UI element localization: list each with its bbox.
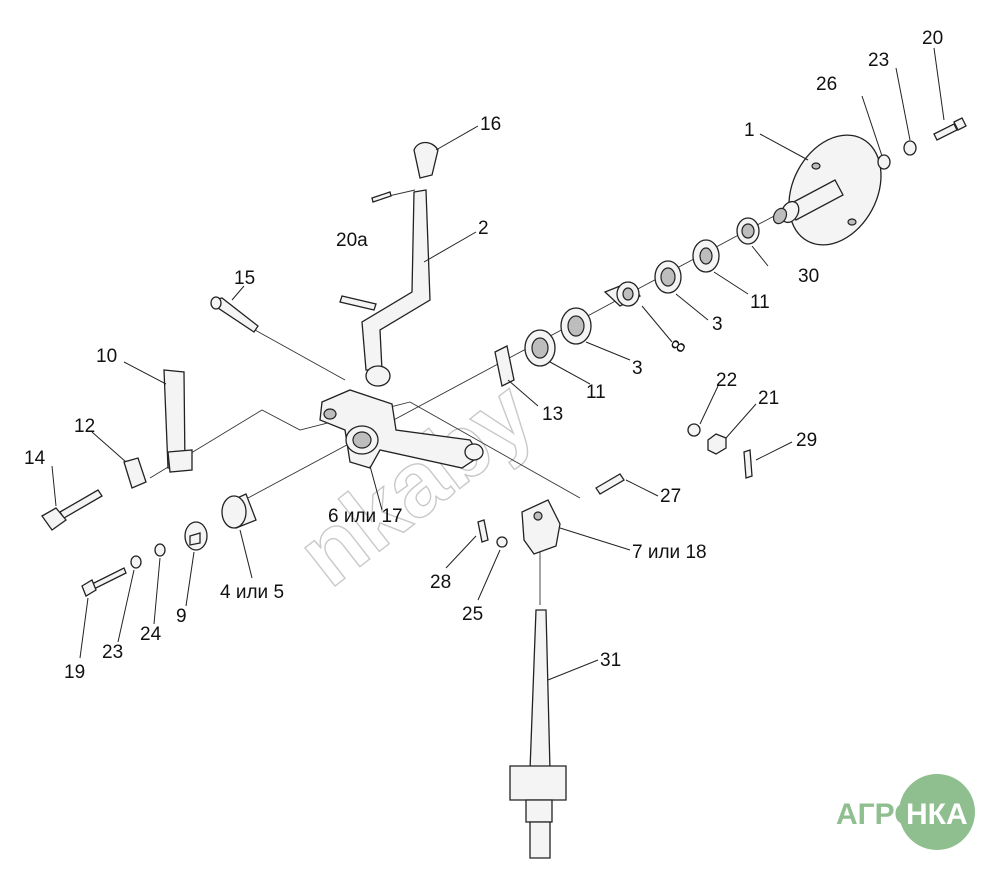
callout-21: 21 — [758, 388, 779, 409]
part-26-washer — [877, 154, 891, 170]
part-22-washer — [687, 423, 701, 437]
part-24-washer — [154, 543, 166, 557]
part-25-washer — [496, 536, 508, 548]
callout-26: 26 — [816, 74, 837, 95]
part-2-lever — [339, 189, 431, 387]
part-14-bolt — [41, 489, 103, 531]
callout-22: 22 — [716, 370, 737, 391]
callout-12: 12 — [74, 416, 95, 437]
washer-11-lower — [524, 329, 556, 367]
logo-right-text: НКА — [906, 798, 968, 831]
callout-8: 8 — [667, 337, 690, 357]
part-23-washer-left — [130, 555, 142, 569]
part-9-plate — [184, 521, 208, 551]
part-21-nut — [707, 433, 727, 455]
callout-23b: 23 — [868, 50, 889, 71]
callout-27: 27 — [660, 486, 681, 507]
callout-19: 19 — [64, 662, 85, 683]
logo-left-text: АГРО — [836, 798, 918, 831]
callout-2: 2 — [478, 218, 489, 239]
callout-23a: 23 — [102, 642, 123, 663]
callout-25: 25 — [462, 604, 483, 625]
washer-3-upper — [654, 260, 682, 294]
part-31-rod — [509, 609, 567, 859]
callout-9: 9 — [176, 606, 187, 627]
callout-28: 28 — [430, 572, 451, 593]
part-6-or-17-body — [319, 389, 484, 469]
part-13-key — [494, 345, 515, 387]
part-29-cotter-pin — [743, 449, 753, 479]
part-23-washer-right — [903, 140, 917, 156]
part-27-pin — [595, 473, 625, 495]
part-28-cotter-pin — [477, 519, 489, 543]
part-8-plate — [603, 281, 641, 307]
part-4-or-5-bushing — [221, 493, 257, 529]
callout-24: 24 — [140, 624, 162, 645]
callout-10: 10 — [96, 346, 117, 367]
callout-15: 15 — [234, 268, 255, 289]
callout-20: 20 — [922, 28, 943, 49]
watermark: nkaby — [280, 362, 552, 606]
callout-16: 16 — [480, 114, 501, 135]
part-20a-screw — [371, 191, 392, 203]
agronka-logo: АГРО НКА — [836, 774, 975, 850]
callout-4-or-5: 4 или 5 — [220, 582, 284, 603]
callout-7-or-18: 7 или 18 — [632, 542, 707, 563]
callout-31: 31 — [600, 650, 621, 671]
callout-13: 13 — [542, 404, 563, 425]
logo-circle — [899, 774, 975, 850]
part-10-bracket — [163, 369, 193, 473]
callout-30: 30 — [798, 266, 819, 287]
part-7-or-18-fork — [521, 499, 561, 555]
callout-14: 14 — [24, 448, 46, 469]
callout-11b: 11 — [586, 382, 606, 403]
part-16-knob — [413, 141, 439, 179]
part-19-bolt — [81, 567, 127, 597]
washer-3-lower — [560, 307, 592, 345]
part-20-bolt — [933, 117, 967, 141]
leader-lines — [51, 47, 945, 681]
callout-6-or-17: 6 или 17 — [328, 506, 403, 527]
callout-20a: 20а — [336, 230, 368, 251]
callout-labels: 1 2 3 3 4 или 5 6 или 17 7 или 18 8 9 10… — [24, 28, 943, 683]
callout-29: 29 — [796, 430, 817, 451]
callout-3b: 3 — [632, 358, 643, 379]
callout-3a: 3 — [712, 314, 723, 335]
part-12-clip — [123, 457, 147, 489]
part-1-flange — [772, 134, 882, 246]
callout-11a: 11 — [750, 292, 770, 313]
part-15-bolt — [210, 296, 259, 333]
part-30-bushing — [736, 217, 760, 245]
callout-1: 1 — [744, 120, 755, 141]
washer-11-upper — [692, 239, 720, 273]
